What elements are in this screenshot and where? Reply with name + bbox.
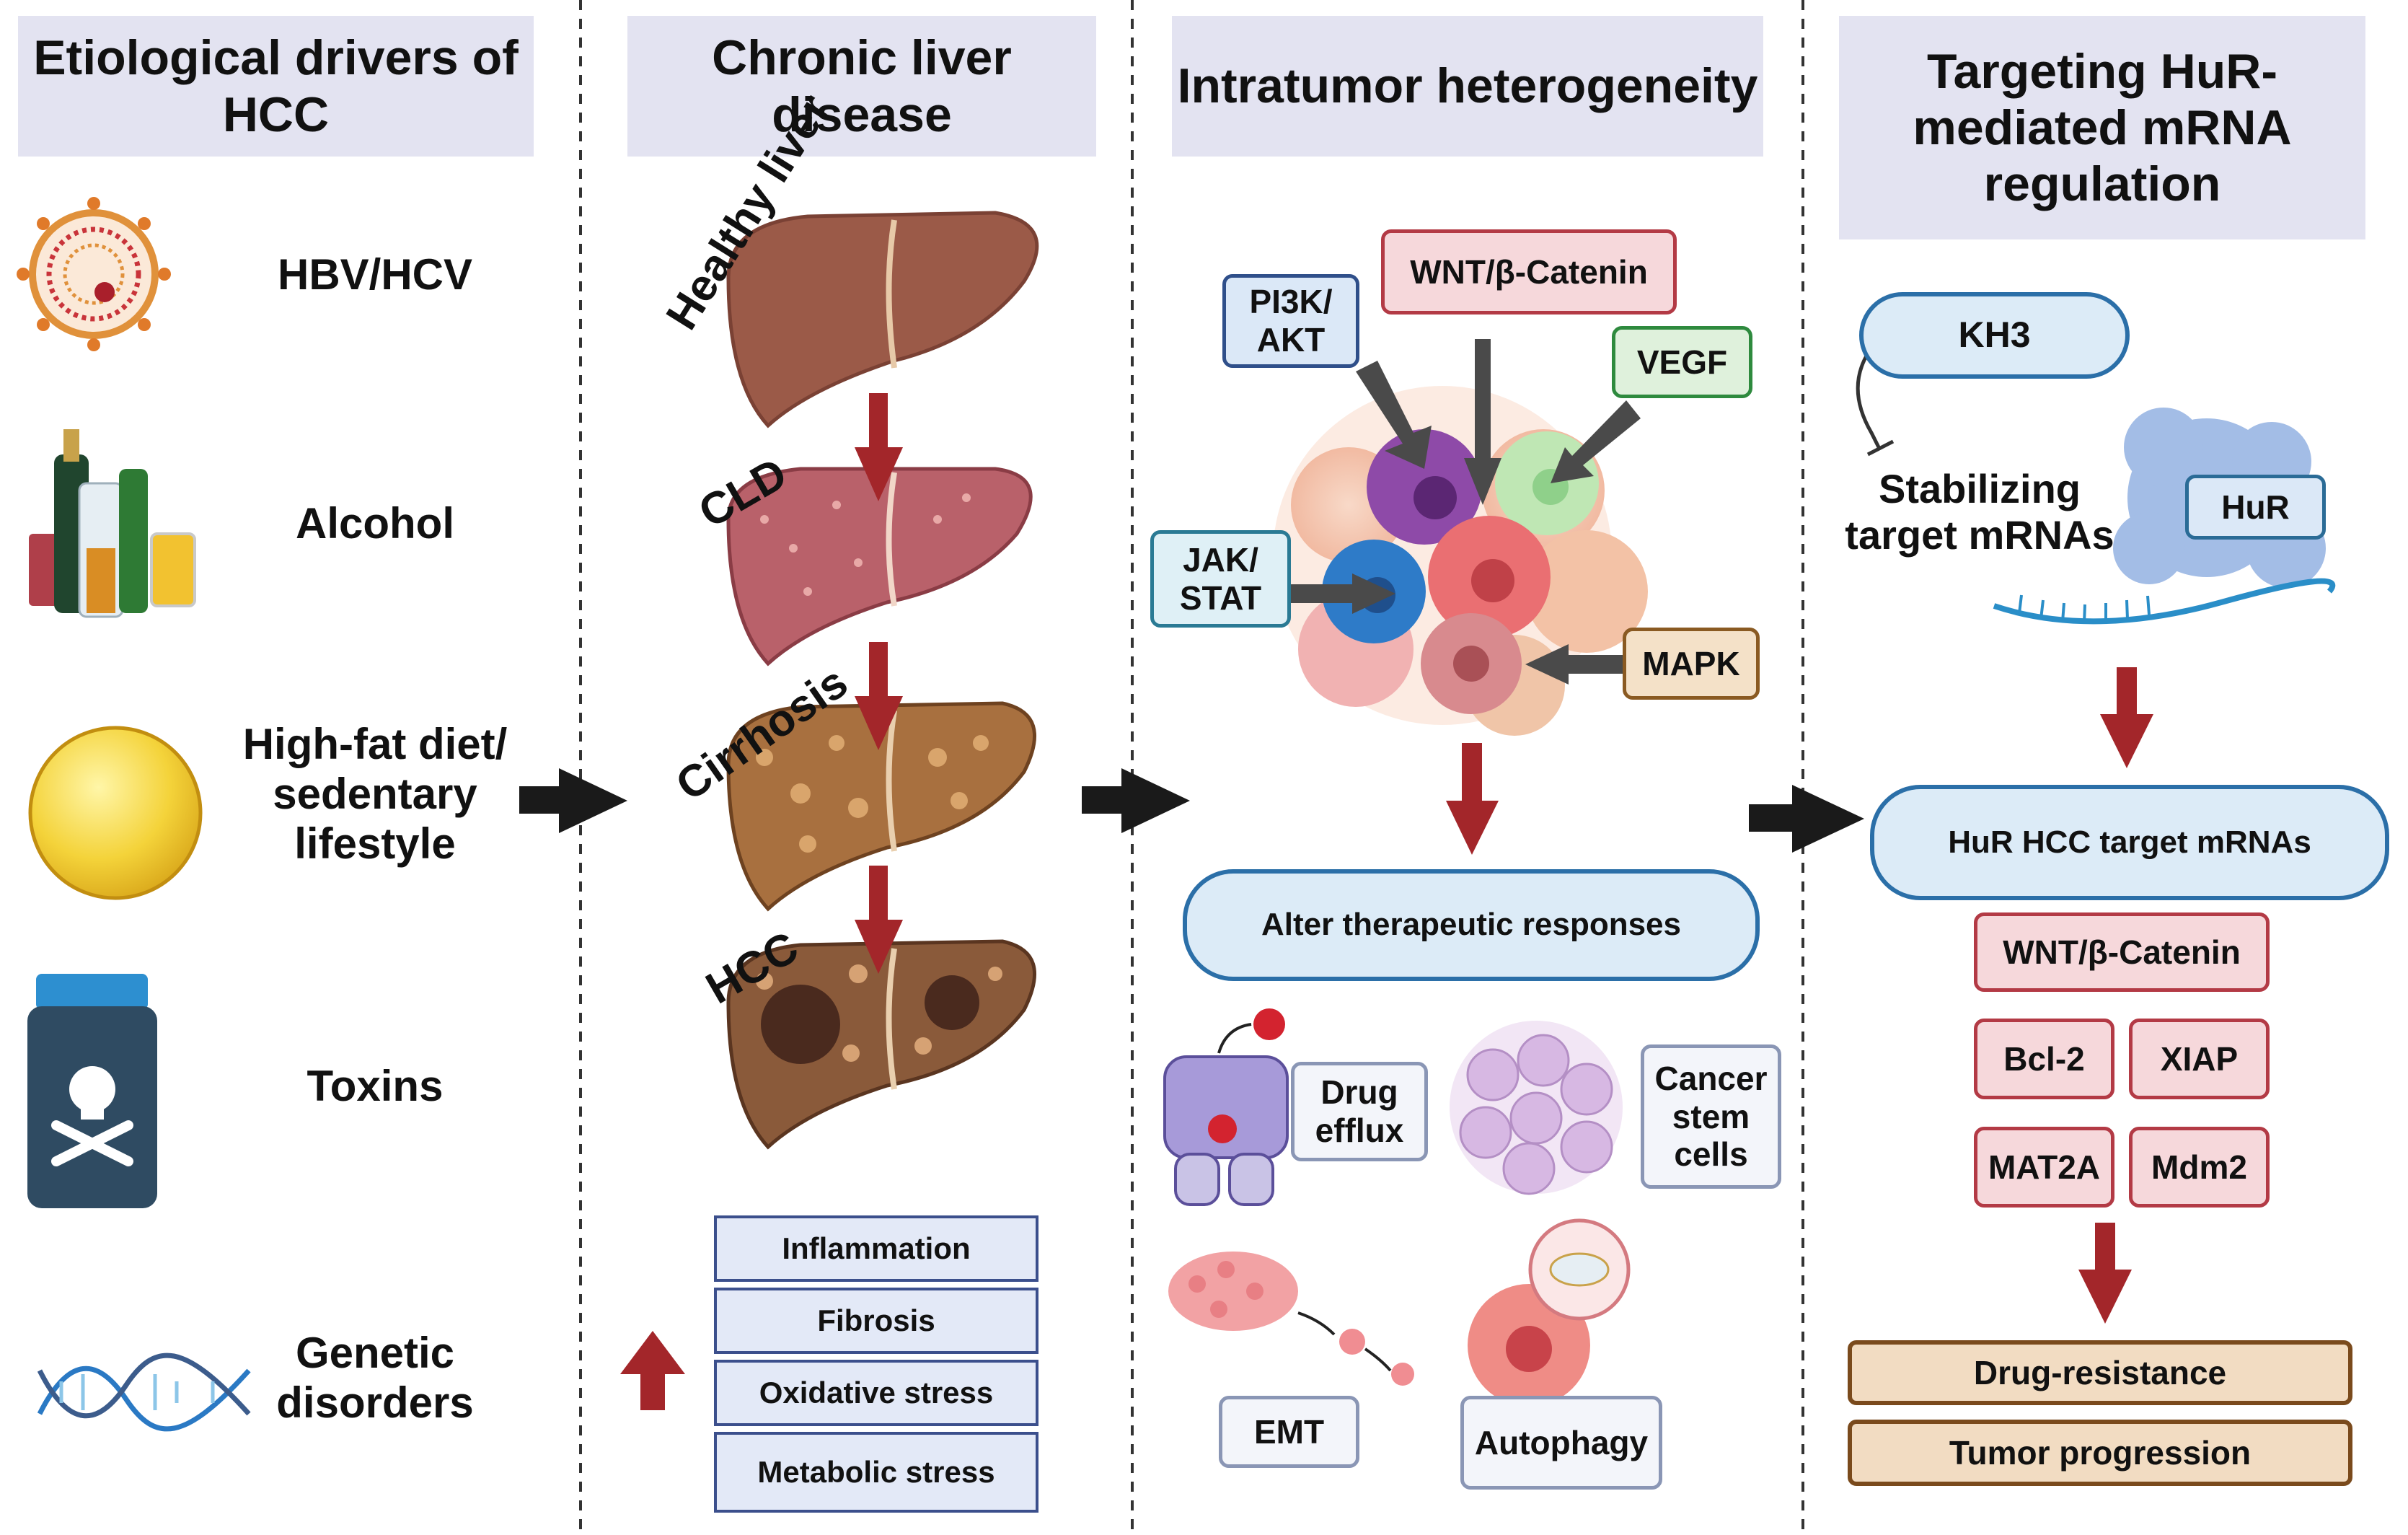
autophagy-cell-icon	[1468, 1218, 1631, 1407]
driver-high-fat-diet: High-fat diet/ sedentary lifestyle	[242, 719, 508, 868]
outcome-tumor-progression: Tumor progression	[1848, 1420, 2352, 1486]
mechanism-autophagy: Autophagy	[1460, 1396, 1662, 1490]
gene-mdm2: Mdm2	[2129, 1127, 2270, 1208]
therapy-down-arrow	[1446, 743, 1499, 855]
col2-title: Chronic liver disease	[627, 16, 1096, 157]
fat-droplet-icon	[28, 726, 203, 900]
dna-icon	[37, 1353, 251, 1432]
driver-genetic: Genetic disorders	[276, 1329, 474, 1427]
hur-down-arrows	[2078, 667, 2153, 1324]
pathway-jak-stat: JAK/ STAT	[1150, 530, 1291, 628]
stabilizing-target-mrnas: Stabilizing target mRNAs	[1845, 465, 2114, 558]
driver-toxins: Toxins	[306, 1061, 444, 1110]
cld-liver-icon	[726, 467, 1033, 667]
inhibition-line	[1856, 352, 1881, 449]
pathway-vegf: VEGF	[1612, 326, 1752, 398]
alcohol-bottles-icon	[29, 429, 196, 618]
col4-title: Targeting HuR-mediated mRNA regulation	[1839, 16, 2365, 239]
stem-cells-icon	[1450, 1021, 1623, 1195]
gene-wnt-beta-catenin: WNT/β-Catenin	[1974, 912, 2270, 992]
hur-protein-label: HuR	[2185, 475, 2326, 540]
pathway-mapk: MAPK	[1623, 628, 1760, 700]
flow-arrows	[519, 768, 1864, 853]
stress-oxidative: Oxidative stress	[714, 1360, 1038, 1426]
hcc-liver-icon	[726, 939, 1036, 1150]
efflux-pump-icon	[1163, 1008, 1289, 1206]
hur-hcc-target-mrnas: HuR HCC target mRNAs	[1870, 785, 2389, 900]
mrna-strand-icon	[1993, 578, 2336, 625]
kh3-inhibitor: KH3	[1859, 292, 2130, 379]
progression-arrows	[855, 393, 903, 974]
col1-title: Etiological drivers of HCC	[18, 16, 534, 157]
stress-inflammation: Inflammation	[714, 1215, 1038, 1282]
pathway-arrows	[1291, 339, 1641, 685]
mechanism-cancer-stem-cells: Cancer stem cells	[1641, 1044, 1781, 1189]
column-dividers	[579, 0, 1804, 1535]
alter-therapeutic-responses: Alter therapeutic responses	[1183, 869, 1760, 981]
gene-mat2a: MAT2A	[1974, 1127, 2114, 1208]
gene-xiap: XIAP	[2129, 1019, 2270, 1099]
tumor-cluster-icon	[1273, 386, 1648, 736]
driver-hbv-hcv: HBV/HCV	[277, 250, 473, 299]
mechanism-drug-efflux: Drug efflux	[1291, 1062, 1428, 1161]
virus-icon	[17, 197, 171, 351]
healthy-liver-icon	[726, 211, 1039, 428]
cirrhosis-liver-icon	[726, 701, 1036, 912]
col3-title: Intratumor heterogeneity	[1172, 16, 1763, 157]
outcome-drug-resistance: Drug-resistance	[1848, 1340, 2352, 1405]
pathway-wnt: WNT/β-Catenin	[1381, 229, 1677, 315]
increase-up-arrow	[620, 1331, 685, 1410]
stress-metabolic: Metabolic stress	[714, 1432, 1038, 1513]
toxin-bottle-icon	[27, 974, 157, 1208]
mechanism-emt: EMT	[1219, 1396, 1359, 1468]
gene-bcl2: Bcl-2	[1974, 1019, 2114, 1099]
pathway-pi3k-akt: PI3K/ AKT	[1222, 274, 1359, 368]
emt-cells-icon	[1168, 1252, 1414, 1386]
stress-fibrosis: Fibrosis	[714, 1288, 1038, 1354]
driver-alcohol: Alcohol	[296, 498, 454, 547]
